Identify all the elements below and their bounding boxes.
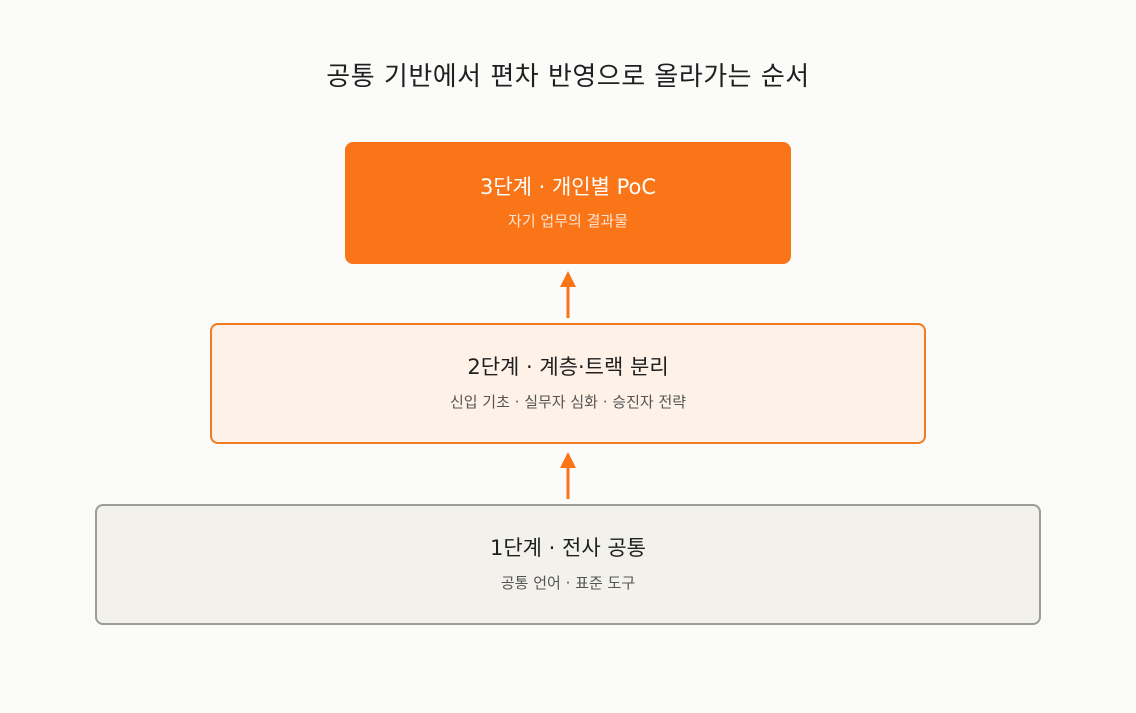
stage-2-box: 2단계 · 계층·트랙 분리 신입 기초 · 실무자 심화 · 승진자 전략 xyxy=(210,323,926,444)
arrow-head xyxy=(560,271,576,287)
stage-3-subtitle: 자기 업무의 결과물 xyxy=(508,212,628,231)
arrow-stage-1-to-2 xyxy=(560,452,576,499)
stage-1-title: 1단계 · 전사 공통 xyxy=(490,536,646,561)
stage-2-subtitle: 신입 기초 · 실무자 심화 · 승진자 전략 xyxy=(449,392,687,411)
stage-2-title: 2단계 · 계층·트랙 분리 xyxy=(467,355,669,380)
stage-1-box: 1단계 · 전사 공통 공통 언어 · 표준 도구 xyxy=(95,504,1041,625)
stage-3-box: 3단계 · 개인별 PoC 자기 업무의 결과물 xyxy=(345,142,791,264)
stage-1-subtitle: 공통 언어 · 표준 도구 xyxy=(500,573,636,592)
stage-3-title: 3단계 · 개인별 PoC xyxy=(479,174,657,199)
arrow-head xyxy=(560,452,576,468)
diagram-title: 공통 기반에서 편차 반영으로 올라가는 순서 xyxy=(326,62,810,92)
arrow-stage-2-to-3 xyxy=(560,271,576,318)
